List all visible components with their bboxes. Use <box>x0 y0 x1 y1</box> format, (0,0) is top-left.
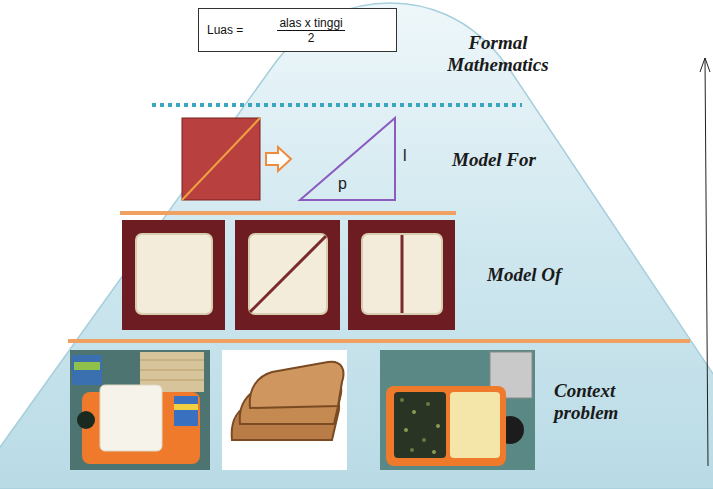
bread-photo-diagonal <box>235 220 340 330</box>
bread-photo <box>122 220 225 330</box>
formula-text: Luas = <box>207 23 243 37</box>
fraction-denominator: 2 <box>306 31 317 45</box>
fraction: alas x tinggi2 <box>277 16 344 45</box>
square-diagonal <box>182 118 260 200</box>
context-photo-slices <box>222 350 347 470</box>
context-photo-plate <box>70 350 210 470</box>
fraction-numerator: alas x tinggi <box>277 16 344 31</box>
level-heading: Context problem <box>554 380 654 424</box>
level-heading: Model Of <box>487 264 561 286</box>
direction-arrow <box>705 58 708 466</box>
dotted-separator <box>152 103 522 107</box>
pyramid-shape <box>0 3 713 489</box>
formula-box: Luas = alas x tinggi2 <box>198 8 397 52</box>
square-figure <box>182 118 260 200</box>
direction-arrowhead <box>700 58 710 72</box>
orange-separator <box>120 211 456 215</box>
triangle-figure <box>300 118 395 200</box>
orange-separator <box>68 339 690 343</box>
side-label: p <box>338 175 347 193</box>
orange-arrow <box>266 147 291 171</box>
bread-photo-vertical <box>348 220 455 330</box>
level-heading: Formal Mathematics <box>436 32 560 76</box>
context-photo-topping <box>380 350 535 470</box>
level-heading: Model For <box>452 149 536 171</box>
side-label: l <box>403 147 407 165</box>
